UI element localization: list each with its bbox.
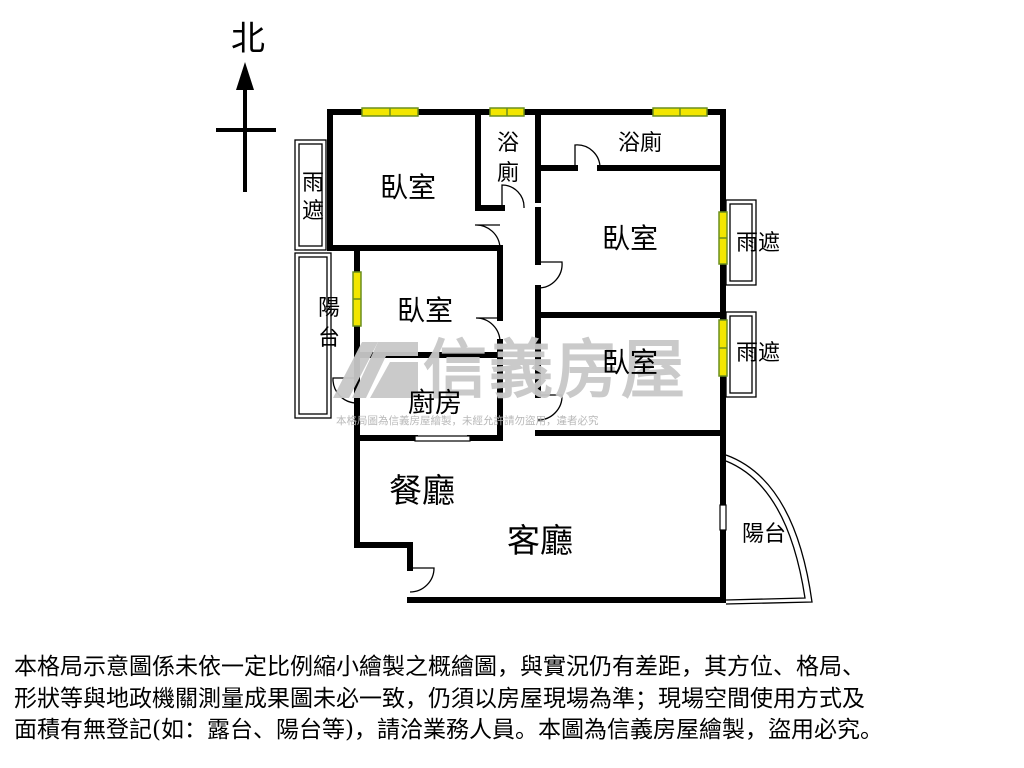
label-bath-small-1: 浴 — [497, 131, 519, 156]
label-kitchen: 廚房 — [408, 388, 462, 419]
door-bedroom-se[interactable] — [537, 394, 563, 421]
label-balcony-east: 陽台 — [742, 522, 786, 547]
canopy-east-1-inner — [729, 203, 753, 282]
door-bath-ne[interactable] — [574, 144, 601, 169]
label-canopy-east-2: 雨遮 — [736, 341, 780, 366]
label-bedroom-east: 臥室 — [602, 222, 658, 255]
door-bath-small[interactable] — [501, 184, 525, 209]
kitchen-sliding-door[interactable] — [414, 435, 471, 442]
label-canopy-west-2: 遮 — [302, 199, 324, 224]
label-bath-ne: 浴廁 — [618, 131, 662, 156]
balcony-east-outline — [725, 454, 813, 605]
label-bedroom-se: 臥室 — [602, 346, 658, 379]
label-canopy-west-1: 雨 — [302, 171, 324, 196]
disclaimer-line-1: 本格局示意圖係未依一定比例縮小繪製之概繪圖，與實況仍有差距，其方位、格局、 — [14, 654, 865, 680]
canopy-east-2-inner — [729, 315, 753, 394]
canopy-west-inner — [298, 143, 323, 247]
outer-wall-south — [407, 527, 726, 603]
label-bedroom-nw: 臥室 — [380, 171, 436, 204]
compass: 北 — [216, 19, 276, 192]
outer-wall-west-lower — [354, 352, 413, 571]
door-entrance[interactable] — [409, 567, 435, 593]
label-canopy-east-1: 雨遮 — [736, 231, 780, 256]
balcony-east-door[interactable] — [719, 504, 727, 531]
north-label: 北 — [231, 19, 265, 59]
label-dining: 餐廳 — [389, 471, 455, 510]
outer-wall-west-upper — [327, 109, 503, 251]
watermark-brand: 信義房屋 — [423, 334, 687, 408]
door-bedroom-east[interactable] — [537, 261, 563, 289]
walls — [327, 109, 726, 603]
windows — [352, 107, 728, 377]
north-arrow-icon — [236, 62, 254, 90]
balcony-west-outline — [294, 252, 332, 419]
label-living: 客廳 — [507, 521, 573, 560]
watermark: 信義房屋 本格局圖為信義房屋繪製，未經允許請勿盜用，違者必究 — [333, 334, 687, 427]
label-balcony-west-1: 陽 — [318, 296, 340, 321]
label-bath-small-2: 廁 — [497, 161, 519, 186]
watermark-note: 本格局圖為信義房屋繪製，未經允許請勿盜用，違者必究 — [336, 414, 599, 427]
label-balcony-west-2: 台 — [318, 326, 340, 351]
watermark-logo-icon — [333, 342, 418, 398]
balcony-east-inner — [725, 460, 806, 601]
canopy-west-outline — [294, 139, 327, 251]
disclaimer-line-2: 形狀等與地政機關測量成果圖未必一致，仍須以房屋現場為準；現場空間使用方式及 — [14, 685, 865, 712]
disclaimer-line-3: 面積有無登記(如：露台、陽台等)，請洽業務人員。本圖為信義房屋繪製，盜用必究。 — [14, 717, 883, 743]
door-bedroom-mid[interactable] — [475, 317, 501, 343]
label-bedroom-mid: 臥室 — [397, 294, 453, 327]
room-labels: 臥室 浴 廁 浴廁 臥室 臥室 臥室 廚房 餐廳 客廳 雨 遮 陽 台 雨遮 雨… — [302, 131, 786, 560]
floor-plan: 北 — [216, 19, 813, 605]
balcony-west-inner — [298, 256, 328, 415]
disclaimer-text: 本格局示意圖係未依一定比例縮小繪製之概繪圖，與實況仍有差距，其方位、格局、 形狀… — [14, 652, 1014, 747]
door-bedroom-nw[interactable] — [474, 224, 501, 249]
